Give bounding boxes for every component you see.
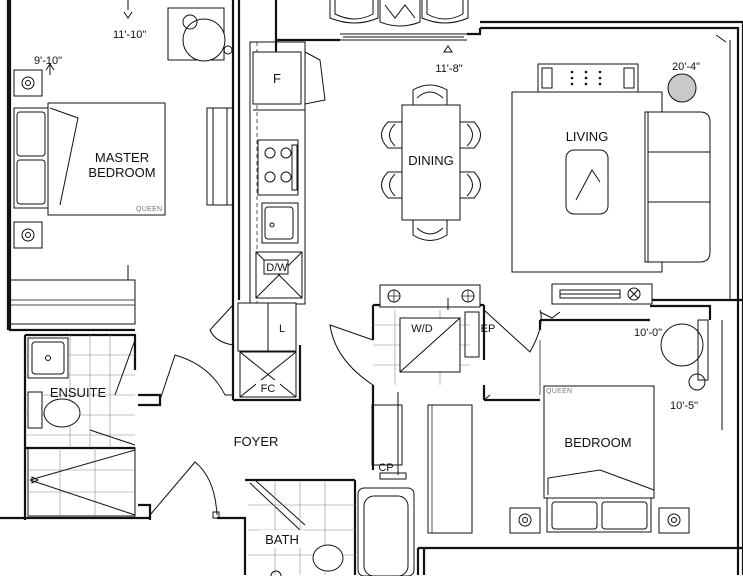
master-bedroom-label-1: MASTER [95,150,149,165]
dining-label: DINING [408,153,454,168]
bedroom-bed [543,385,655,499]
sink [261,202,299,244]
pillow [551,501,598,530]
master-bedroom-label-2: BEDROOM [88,165,155,180]
nightstand [658,507,690,534]
bedroom: QUEEN 10'-0" 10'-5" BEDROOM [509,311,723,534]
armchair [182,18,226,62]
front-closet-label: FC [261,383,276,395]
stove [257,139,299,196]
plant-icon [667,73,697,103]
nightstand [509,507,541,534]
bath: BATH [248,482,415,576]
closet-pantry-label: CP [378,462,393,474]
ensuite-label: ENSUITE [50,385,107,400]
linen-closet [237,302,297,352]
ensuite: ENSUITE [25,335,136,517]
master-width-dim: 9'-10" [34,55,62,67]
master-bed [47,102,166,216]
fridge [252,51,302,105]
kitchen: F D/W [249,41,326,305]
fridge-label: F [273,71,281,86]
vanity-sink [27,337,69,379]
pillow [16,111,46,157]
bedroom-width-dim: 10'-0" [634,327,662,339]
toilet [43,398,81,428]
nightstand [13,221,43,249]
nightstand [13,69,43,97]
master-bedroom: 11'-10" 9'-10" MASTER BEDROOM QUEEN [9,0,234,325]
bedroom-depth-dim: 10'-5" [670,400,698,412]
toilet [312,544,344,572]
bedroom-label: BEDROOM [564,435,631,450]
doors [149,304,542,531]
shower [27,447,136,517]
living-depth-dim: 20'-4" [672,61,700,73]
laundry-shelf [379,284,481,308]
electrical-panel-label: EP [481,323,496,335]
bathtub [357,487,415,576]
dishwasher-label: D/W [266,262,288,274]
electrical-panel [464,311,480,358]
bedroom-bed-size: QUEEN [546,388,572,395]
sofa [644,111,711,263]
living-label: LIVING [566,129,609,144]
dining: DINING 11'-8" [329,0,481,241]
bath-label: BATH [265,532,299,547]
foyer-label: FOYER [234,434,279,449]
linen-label: L [279,323,285,335]
media-unit [537,63,639,93]
living: 20'-4" LIVING [511,34,731,305]
dining-table [401,104,461,221]
pillow [16,159,46,205]
dining-width-dim: 11'-8" [435,63,462,75]
coffee-table [565,149,609,215]
pillow [601,501,648,530]
washer-dryer-label: W/D [411,323,432,335]
laundry: W/D EP CP [371,284,496,534]
master-bed-size: QUEEN [136,206,162,213]
foyer: L FC FOYER [234,302,297,449]
armchair [660,323,704,367]
master-depth-dim: 11'-10" [113,29,146,41]
